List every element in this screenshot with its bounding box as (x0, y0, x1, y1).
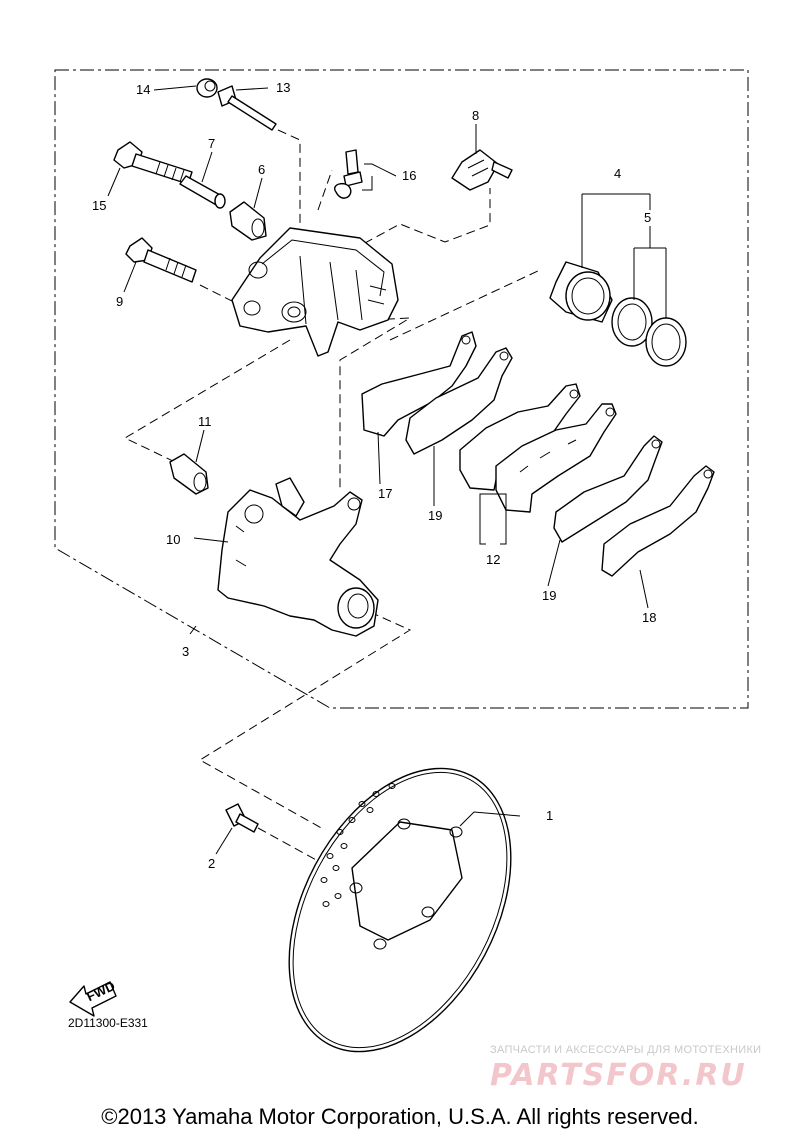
callout-6: 6 (258, 162, 265, 177)
callout-10: 10 (166, 532, 180, 547)
leader-lines (107, 85, 667, 855)
callout-3: 3 (182, 644, 189, 659)
part-9-bolt (125, 237, 197, 283)
alignment-lines (123, 129, 541, 863)
part-2-disc-bolt (225, 803, 259, 833)
part-4-piston (549, 261, 613, 323)
callout-2: 2 (208, 856, 215, 871)
callout-15: 15 (92, 198, 106, 213)
part-10-caliper-bracket (217, 477, 379, 637)
forward-arrow-icon: FWD (69, 978, 117, 1017)
part-5-seals (611, 297, 687, 367)
callout-13: 13 (276, 80, 290, 95)
callout-14: 14 (136, 82, 150, 97)
callout-12: 12 (486, 552, 500, 567)
part-14-cap (196, 78, 218, 98)
part-12-pad-set (459, 383, 617, 513)
callout-labels: 1 2 3 4 5 6 7 8 9 10 11 12 13 14 15 16 1… (92, 80, 656, 871)
part-17-pad-shim (361, 331, 477, 437)
callout-1: 1 (546, 808, 553, 823)
caliper-body (231, 227, 399, 357)
callout-9: 9 (116, 294, 123, 309)
watermark-tagline: ЗАПЧАСТИ И АКСЕССУАРЫ ДЛЯ МОТОТЕХНИКИ (490, 1044, 762, 1056)
callout-7: 7 (208, 136, 215, 151)
part-16-bleeder (334, 149, 363, 199)
part-1-brake-disc (288, 767, 512, 1053)
part-8-pad-spring (451, 149, 513, 191)
callout-19-right: 19 (542, 588, 556, 603)
callout-18: 18 (642, 610, 656, 625)
part-19-pad-right (553, 435, 663, 543)
callout-17: 17 (378, 486, 392, 501)
part-19-pad-left (405, 347, 513, 455)
callout-11: 11 (198, 414, 212, 429)
diagram-code: 2D11300-E331 (68, 1016, 148, 1030)
part-6-boot (229, 201, 267, 241)
part-7-sleeve (179, 175, 226, 209)
part-15-bolt (113, 141, 193, 185)
callout-8: 8 (472, 108, 479, 123)
watermark-brand: PARTSFOR.RU (490, 1058, 747, 1093)
callout-5: 5 (644, 210, 651, 225)
part-18-pad-shim (601, 465, 715, 577)
caliper-assembly-boundary (54, 69, 749, 709)
part-13-pad-pin (217, 85, 277, 131)
copyright-notice: ©2013 Yamaha Motor Corporation, U.S.A. A… (101, 1104, 699, 1129)
callout-16: 16 (402, 168, 416, 183)
callout-4: 4 (614, 166, 621, 181)
part-11-boot (169, 453, 209, 495)
callout-19-left: 19 (428, 508, 442, 523)
